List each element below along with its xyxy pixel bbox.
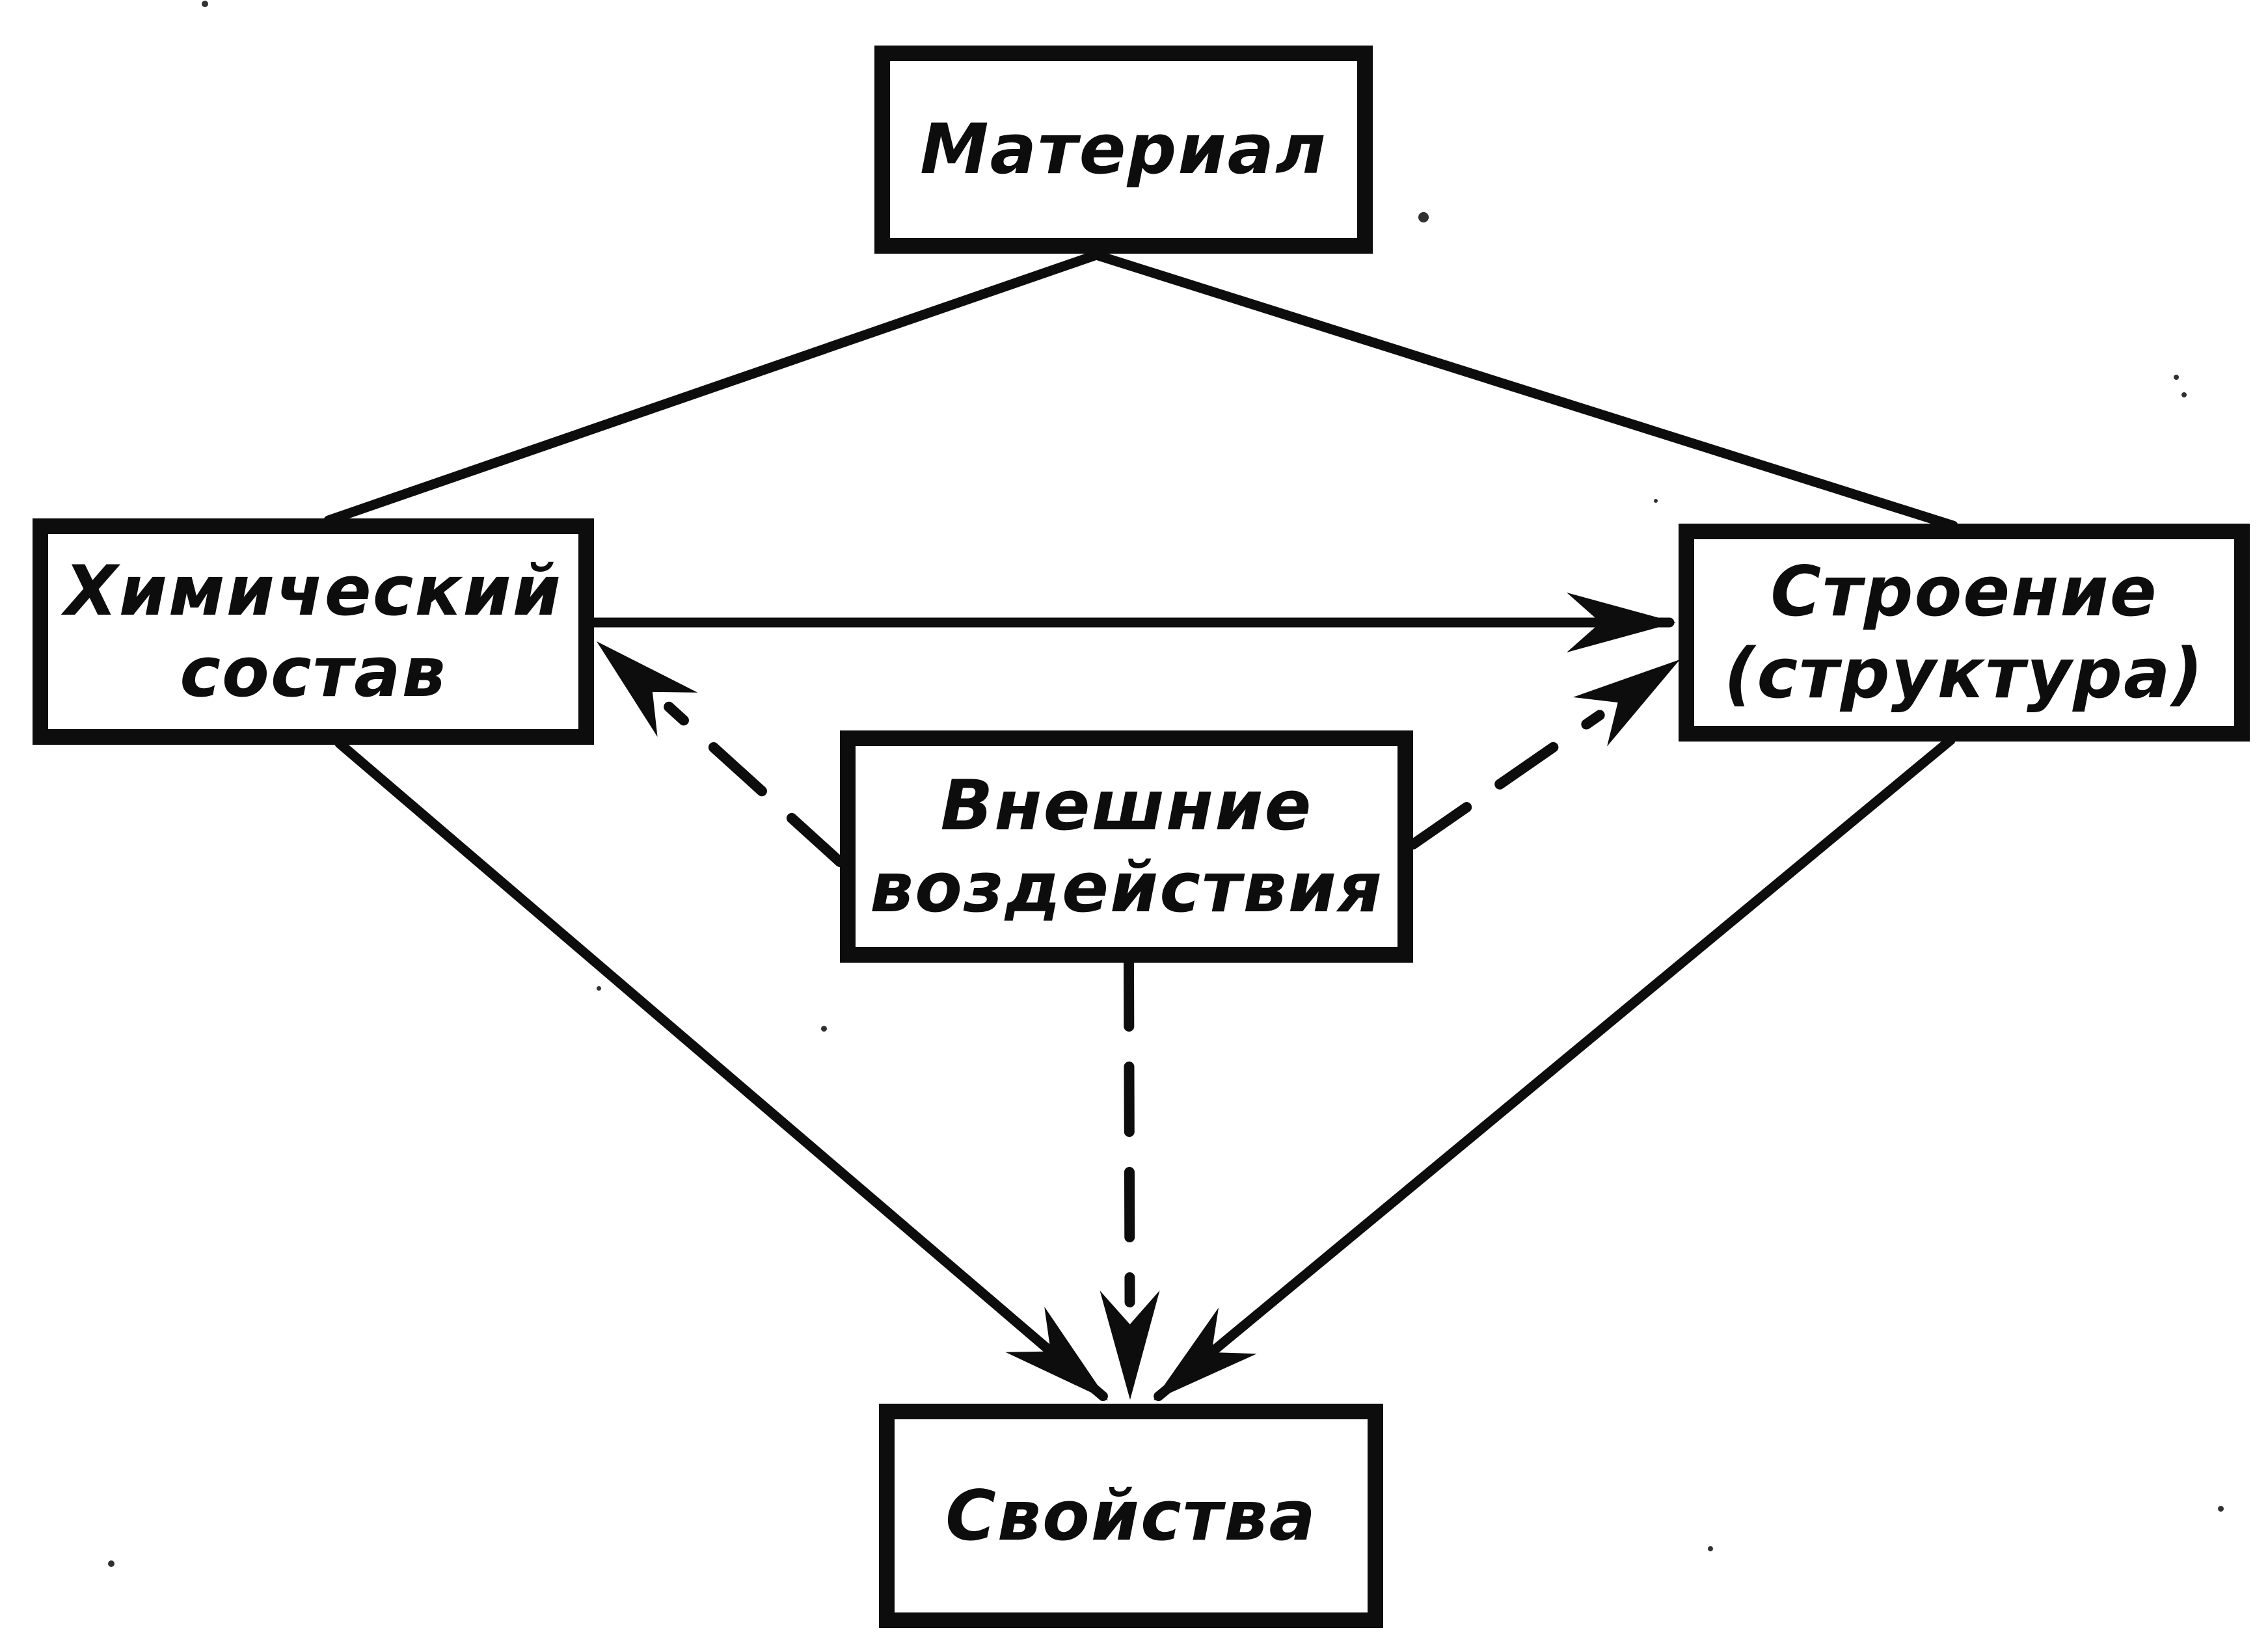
edge-chemical-properties [334,738,1108,1402]
node-chemical-label-line1: Химический [64,550,562,631]
scan-speck [596,985,601,991]
scan-speck [2174,375,2179,380]
arrowhead-external-chemical [597,641,698,737]
arrowhead-chemical-structure [1567,593,1676,652]
edge-material-structure [1091,250,1958,531]
node-material-label: Материал [920,109,1327,190]
node-external-label-line2: воздействия [870,847,1383,928]
arrowhead-external-structure [1573,660,1680,747]
node-properties: Свойства [879,1404,1383,1628]
arrowhead-structure-properties [1154,1307,1257,1400]
scan-speck [2181,392,2187,397]
node-properties-label: Свойства [945,1475,1317,1556]
edge-structure-properties [1154,735,1956,1402]
scan-speck [1654,499,1658,503]
node-structure: Строение (структура) [1679,524,2250,742]
scan-speck [1418,212,1429,222]
scan-speck [1708,1546,1713,1551]
scan-speck [2217,1505,2224,1512]
arrowhead-chemical-properties [1005,1306,1108,1400]
scan-speck [108,1560,115,1567]
node-material: Материал [874,46,1373,254]
edge-external-chemical [664,701,845,867]
edge-material-chemical [323,250,1101,526]
scan-speck [820,1025,827,1032]
edge-external-structure [1408,710,1605,849]
scan-speck [202,1,208,7]
node-external-influences: Внешние воздействия [840,730,1413,963]
node-structure-label-line2: (структура) [1723,633,2205,714]
node-structure-label-line1: Строение [1770,552,2158,632]
node-external-label-line1: Внешние [940,766,1313,846]
node-chemical-composition: Химический состав [33,518,594,745]
node-chemical-label-line2: состав [180,632,447,712]
edge-external-properties [1124,956,1135,1308]
arrowhead-external-properties [1100,1290,1160,1400]
